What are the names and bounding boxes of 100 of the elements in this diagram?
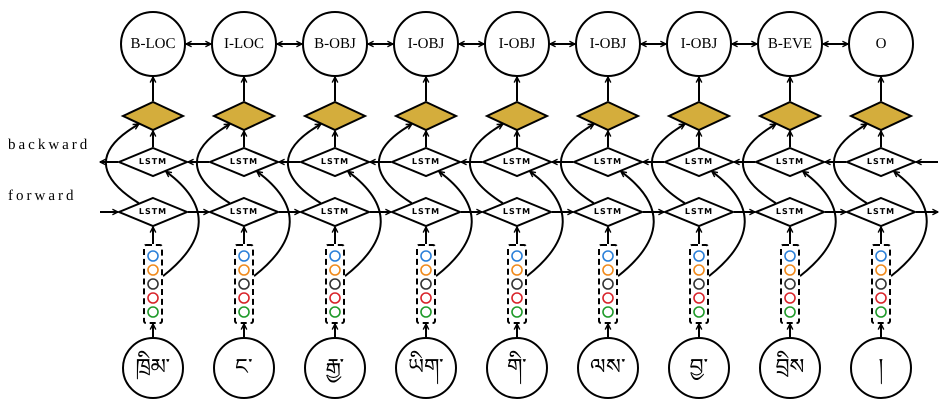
arrow bbox=[286, 123, 322, 204]
direction-label: forward bbox=[8, 188, 76, 205]
arrow bbox=[878, 76, 884, 101]
arrow bbox=[99, 158, 118, 166]
lstm-diamond: LSTM bbox=[846, 147, 916, 177]
arrow bbox=[187, 158, 209, 166]
word-circle: ཡིག་ bbox=[395, 337, 457, 399]
arrow bbox=[733, 158, 755, 166]
arrow bbox=[643, 208, 665, 216]
tag-circle: I-OBJ bbox=[484, 11, 550, 77]
arrow bbox=[696, 130, 702, 147]
output-diamond bbox=[577, 101, 639, 131]
arrow bbox=[916, 208, 939, 216]
lstm-diamond: LSTM bbox=[755, 147, 825, 177]
arrow bbox=[332, 130, 338, 147]
tag-circle: B-EVE bbox=[757, 11, 823, 77]
word-circle: ། bbox=[850, 337, 912, 399]
arrow bbox=[824, 158, 846, 166]
output-diamond bbox=[395, 101, 457, 131]
arrow bbox=[344, 170, 382, 277]
output-diamond bbox=[486, 101, 548, 131]
arrow bbox=[514, 76, 520, 101]
arrow bbox=[100, 208, 119, 216]
arrow bbox=[150, 323, 156, 337]
lstm-diamond: LSTM bbox=[300, 147, 370, 177]
arrow bbox=[604, 76, 612, 101]
lstm-diamond: LSTM bbox=[209, 197, 279, 227]
arrow bbox=[150, 226, 156, 244]
tag-circle: I-OBJ bbox=[393, 11, 459, 77]
tag-circle: O bbox=[848, 11, 914, 77]
embedding-vector bbox=[507, 244, 527, 324]
lstm-diamond: LSTM bbox=[664, 197, 734, 227]
arrow bbox=[696, 226, 702, 244]
arrow bbox=[708, 170, 746, 277]
lstm-diamond: LSTM bbox=[482, 147, 552, 177]
embedding-vector bbox=[598, 244, 618, 324]
arrow bbox=[878, 226, 884, 244]
embedding-vector bbox=[780, 244, 800, 324]
arrow bbox=[696, 323, 702, 337]
arrow bbox=[278, 158, 300, 166]
word-circle: རྒྱ་ bbox=[304, 337, 366, 399]
arrow bbox=[832, 123, 868, 204]
arrow bbox=[650, 123, 686, 204]
arrow bbox=[514, 130, 520, 147]
tag-circle: B-LOC bbox=[120, 11, 186, 77]
arrow bbox=[640, 40, 667, 48]
arrow bbox=[422, 130, 430, 147]
word-circle: ང་ bbox=[213, 337, 275, 399]
embedding-vector bbox=[416, 244, 436, 324]
arrow bbox=[240, 323, 248, 337]
arrow bbox=[188, 208, 210, 216]
output-diamond bbox=[304, 101, 366, 131]
arrow bbox=[915, 158, 938, 166]
arrow bbox=[617, 170, 655, 277]
embedding-vector bbox=[143, 244, 163, 324]
embedding-vector bbox=[871, 244, 891, 324]
embedding-vector bbox=[325, 244, 345, 324]
word-circle: བྲིས bbox=[759, 337, 821, 399]
embedding-vector bbox=[234, 244, 254, 324]
arrow bbox=[422, 76, 430, 101]
arrow bbox=[240, 76, 248, 101]
arrow bbox=[279, 208, 301, 216]
lstm-diamond: LSTM bbox=[118, 147, 188, 177]
lstm-diamond: LSTM bbox=[391, 147, 461, 177]
arrow bbox=[458, 40, 485, 48]
arrow bbox=[514, 323, 520, 337]
arrow bbox=[332, 76, 338, 101]
arrow bbox=[150, 130, 156, 147]
arrow bbox=[560, 123, 595, 204]
arrow bbox=[786, 76, 794, 101]
word-circle: ལས་ bbox=[577, 337, 639, 399]
direction-label: backward bbox=[8, 137, 90, 154]
arrow bbox=[526, 170, 564, 277]
output-diamond bbox=[213, 101, 275, 131]
arrow bbox=[196, 123, 231, 204]
arrow bbox=[604, 130, 612, 147]
lstm-diamond: LSTM bbox=[391, 197, 461, 227]
lstm-diamond: LSTM bbox=[755, 197, 825, 227]
arrow bbox=[332, 226, 338, 244]
arrow bbox=[799, 170, 837, 277]
arrow bbox=[604, 226, 612, 244]
arrow bbox=[240, 226, 248, 244]
arrow bbox=[549, 40, 576, 48]
arrow bbox=[162, 170, 200, 277]
output-diamond bbox=[668, 101, 730, 131]
word-circle: ཁྲིམ་ bbox=[122, 337, 184, 399]
arrow bbox=[460, 158, 482, 166]
arrow bbox=[890, 170, 928, 277]
tag-circle: B-OBJ bbox=[302, 11, 368, 77]
arrow bbox=[240, 130, 248, 147]
embedding-vector bbox=[689, 244, 709, 324]
arrow bbox=[332, 323, 338, 337]
arrow bbox=[369, 158, 391, 166]
arrow bbox=[422, 226, 430, 244]
lstm-diamond: LSTM bbox=[209, 147, 279, 177]
arrow bbox=[253, 170, 291, 277]
arrow bbox=[422, 323, 430, 337]
arrow bbox=[878, 130, 884, 147]
arrow bbox=[742, 123, 777, 204]
output-diamond bbox=[122, 101, 184, 131]
